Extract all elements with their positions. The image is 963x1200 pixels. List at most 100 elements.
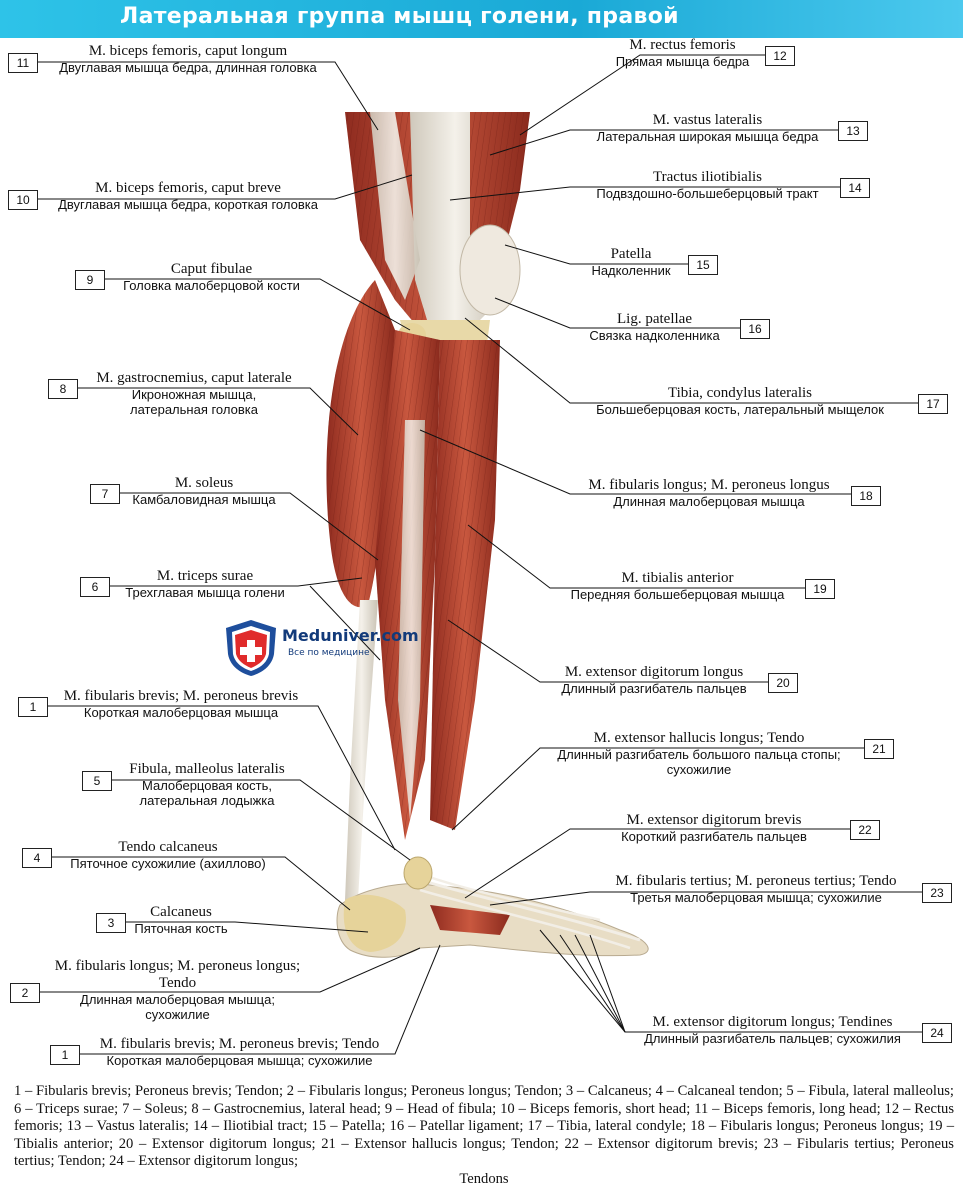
label-12-latin: M. rectus femoris [629,37,736,53]
label-23-latin: M. fibularis tertius; M. peroneus tertiu… [615,873,897,889]
label-5-russian-1: Малоберцовая кость, [142,778,272,793]
label-20-russian: Длинный разгибатель пальцев [561,681,747,696]
label-9-russian: Головка малоберцовой кости [123,278,300,293]
label-8-russian-1: Икроножная мышца, [131,387,257,402]
label-18-russian: Длинная малоберцовая мышца [613,494,805,509]
label-4: Tendo calcaneus Пяточное сухожилие (ахил… [52,839,284,871]
label-1-bottom: M. fibularis brevis; M. peroneus brevis;… [82,1036,397,1068]
label-8-russian-2: латеральная головка [130,402,258,417]
label-13-latin: M. vastus lateralis [652,112,763,128]
label-number-2: 2 [10,983,40,1003]
shield-medical-cross-icon [226,620,276,676]
label-13: M. vastus lateralis Латеральная широкая … [575,112,840,144]
foot [336,856,649,958]
watermark-name: Meduniver.com [282,626,419,645]
label-20: M. extensor digitorum longus Длинный раз… [540,664,768,696]
label-10-latin: M. biceps femoris, caput breve [95,180,281,196]
label-1-bottom-russian: Короткая малоберцовая мышца; сухожилие [106,1053,373,1068]
label-number-14: 14 [840,178,870,198]
label-1-top-russian: Короткая малоберцовая мышца [83,705,279,720]
label-number-3: 3 [96,913,126,933]
label-number-5: 5 [82,771,112,791]
label-number-4: 4 [22,848,52,868]
caption-last-line: Tendons [459,1170,509,1187]
label-17: Tibia, condylus lateralis Большеберцовая… [570,385,910,417]
label-number-1-top: 1 [18,697,48,717]
label-11-russian: Двуглавая мышца бедра, длинная головка [59,60,317,75]
label-9: Caput fibulae Головка малоберцовой кости [104,261,319,293]
label-22: M. extensor digitorum brevis Короткий ра… [578,812,850,844]
label-24-latin: M. extensor digitorum longus; Tendines [652,1014,893,1030]
label-19: M. tibialis anterior Передняя большеберц… [550,570,805,602]
label-5: Fibula, malleolus lateralis Малоберцовая… [112,761,302,808]
label-14-russian: Подвздошно-большеберцовый тракт [596,186,819,201]
lower-leg-muscles [375,330,500,840]
label-2-latin-2: Tendo [158,975,197,991]
label-17-russian: Большеберцовая кость, латеральный мыщело… [596,402,884,417]
label-15-russian: Надколенник [591,263,671,278]
label-number-16: 16 [740,319,770,339]
label-22-latin: M. extensor digitorum brevis [626,812,802,828]
figure-caption: 1 – Fibularis brevis; Peroneus brevis; T… [14,1083,954,1188]
label-number-1-bottom: 1 [50,1045,80,1065]
label-21-latin: M. extensor hallucis longus; Tendo [593,730,805,746]
label-7-russian: Камбаловидная мышца [132,492,276,507]
label-8: M. gastrocnemius, caput laterale Икронож… [78,370,310,417]
label-21: M. extensor hallucis longus; Tendo Длинн… [535,730,863,777]
label-4-russian: Пяточное сухожилие (ахиллово) [70,856,266,871]
label-16: Lig. patellae Связка надколенника [572,311,737,343]
label-13-russian: Латеральная широкая мышца бедра [596,129,819,144]
label-5-russian-2: латеральная лодыжка [139,793,275,808]
label-14-latin: Tractus iliotibialis [652,169,763,185]
label-6-russian: Трехглавая мышца голени [125,585,285,600]
label-11-latin: M. biceps femoris, caput longum [88,43,288,59]
label-number-22: 22 [850,820,880,840]
label-2-latin-1: M. fibularis longus; M. peroneus longus; [54,958,301,974]
label-number-17: 17 [918,394,948,414]
label-18: M. fibularis longus; M. peroneus longus … [568,477,850,509]
label-number-13: 13 [838,121,868,141]
label-16-russian: Связка надколенника [589,328,720,343]
label-5-latin: Fibula, malleolus lateralis [129,761,285,777]
label-1-top: M. fibularis brevis; M. peroneus brevis … [46,688,316,720]
label-2-russian-1: Длинная малоберцовая мышца; [80,992,275,1007]
label-3-russian: Пяточная кость [134,921,228,936]
label-10-russian: Двуглавая мышца бедра, короткая головка [58,197,318,212]
label-1-top-latin: M. fibularis brevis; M. peroneus brevis [63,688,299,704]
watermark-subtitle: Все по медицине [288,648,370,658]
label-number-10: 10 [8,190,38,210]
label-number-24: 24 [922,1023,952,1043]
label-number-20: 20 [768,673,798,693]
label-11: M. biceps femoris, caput longum Двуглава… [38,43,338,75]
page-title: Латеральная группа мышц голени, правой [120,4,679,29]
leader-lines [38,54,922,1055]
label-number-12: 12 [765,46,795,66]
label-23-russian: Третья малоберцовая мышца; сухожилие [630,890,882,905]
label-17-latin: Tibia, condylus lateralis [667,385,813,401]
label-21-russian-1: Длинный разгибатель большого пальца стоп… [557,747,841,762]
label-number-7: 7 [90,484,120,504]
label-2: M. fibularis longus; M. peroneus longus;… [40,958,315,1022]
label-number-11: 11 [8,53,38,73]
label-7: M. soleus Камбаловидная мышца [118,475,290,507]
label-19-latin: M. tibialis anterior [621,570,734,586]
label-number-21: 21 [864,739,894,759]
caption-body: 1 – Fibularis brevis; Peroneus brevis; T… [14,1083,954,1169]
label-1-bottom-latin: M. fibularis brevis; M. peroneus brevis;… [99,1036,380,1052]
achilles-tendon [345,600,378,900]
label-10: M. biceps femoris, caput breve Двуглавая… [38,180,338,212]
label-12: M. rectus femoris Прямая мышца бедра [600,37,765,69]
label-24-russian: Длинный разгибатель пальцев; сухожилия [644,1031,901,1046]
label-19-russian: Передняя большеберцовая мышца [570,587,785,602]
label-23: M. fibularis tertius; M. peroneus tertiu… [592,873,920,905]
label-3-latin: Calcaneus [150,904,212,920]
label-8-latin: M. gastrocnemius, caput laterale [96,370,292,386]
label-9-latin: Caput fibulae [170,261,253,277]
label-15: Patella Надколенник [575,246,687,278]
label-21-russian-2: сухожилие [666,762,732,777]
label-number-15: 15 [688,255,718,275]
label-6: M. triceps surae Трехглавая мышца голени [110,568,300,600]
label-20-latin: M. extensor digitorum longus [564,664,744,680]
label-14: Tractus iliotibialis Подвздошно-большебе… [575,169,840,201]
